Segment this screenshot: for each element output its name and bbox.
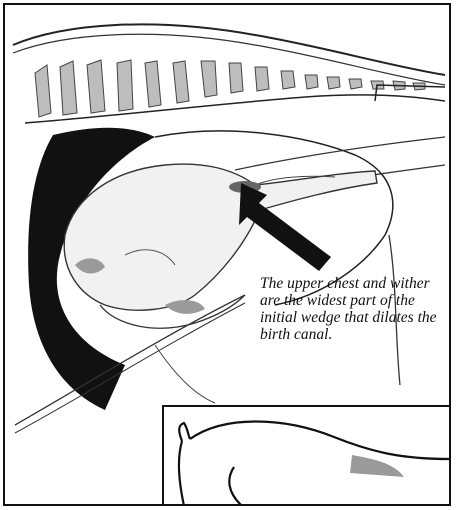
rump-outline — [375, 85, 445, 101]
inset-shading — [350, 455, 404, 477]
caption-text: The upper chest and wither are the wides… — [260, 275, 450, 343]
spine-lower-edge — [25, 95, 445, 123]
inset-illustration — [162, 405, 451, 506]
birth-canal-upper — [235, 137, 445, 170]
inset-back-line — [190, 422, 449, 460]
inset-ear — [179, 423, 190, 441]
inset-neck-line — [229, 467, 242, 506]
inset-face-line — [179, 441, 184, 506]
diagram-frame: The upper chest and wither are the wides… — [3, 3, 451, 506]
inset-horse-outline — [164, 407, 449, 506]
mare-udder-line — [155, 345, 215, 403]
mare-back-inner-line — [13, 34, 445, 85]
